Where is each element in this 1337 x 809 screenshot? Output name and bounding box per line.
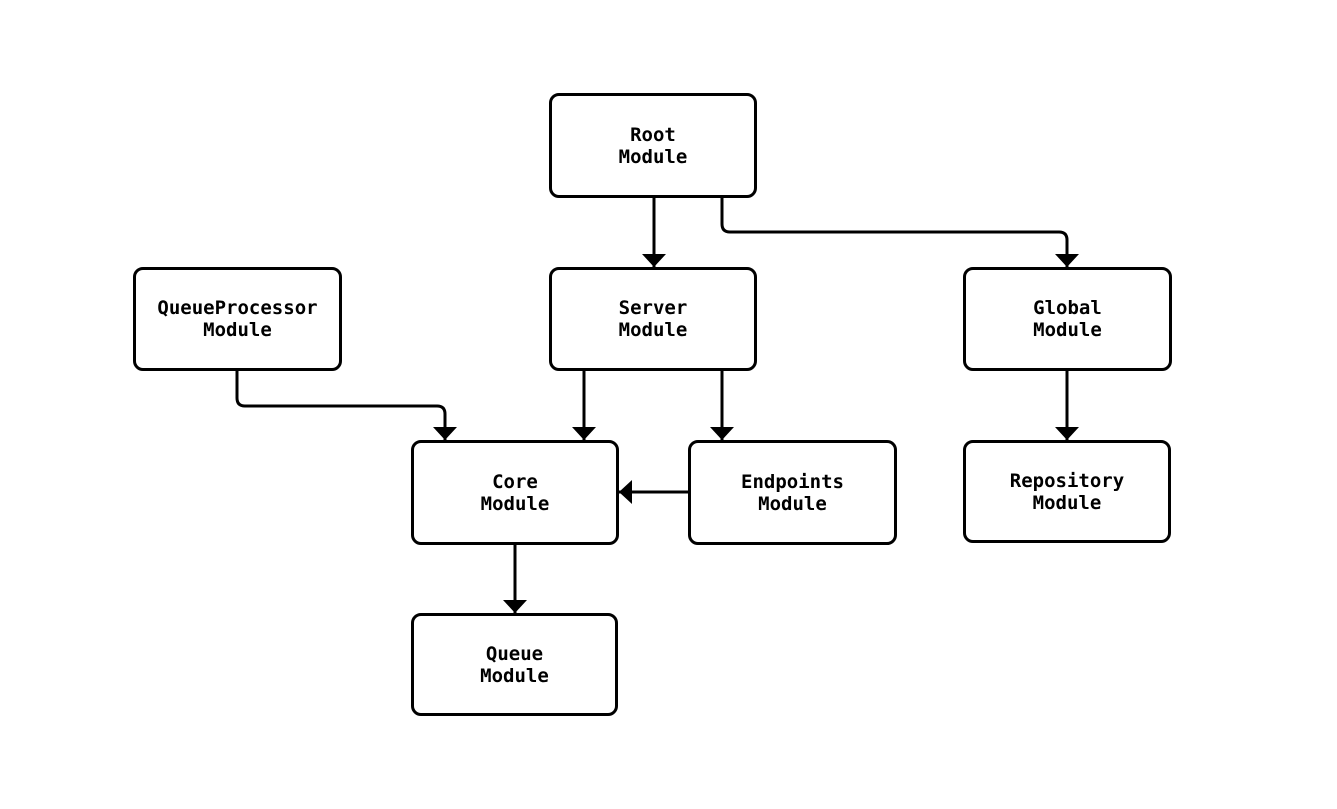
edge-root-to-global [720, 198, 1069, 267]
node-label-line2: Module [480, 664, 549, 687]
arrowhead-server-to-endpoints [710, 427, 734, 440]
node-root-module: Root Module [549, 93, 757, 198]
node-label-line2: Module [480, 492, 550, 515]
node-core-module: Core Module [411, 440, 619, 545]
node-label-line1: Queue [485, 642, 544, 665]
arrowhead-core-to-queue [503, 600, 527, 613]
arrowhead-root-to-global [1055, 254, 1079, 267]
node-queue-module: Queue Module [411, 613, 618, 716]
arrowhead-endpoints-to-core [619, 480, 632, 504]
node-label-line2: Module [758, 492, 827, 515]
node-label-line1: Repository [1009, 469, 1125, 492]
node-label-line2: Module [1033, 319, 1102, 341]
node-label-line2: Module [618, 319, 688, 341]
node-label-line1: QueueProcessor [157, 297, 318, 319]
arrowhead-root-to-server [642, 254, 666, 267]
node-label-line1: Global [1033, 297, 1102, 319]
node-repository-module: Repository Module [963, 440, 1171, 543]
node-label-line1: Endpoints [741, 470, 844, 493]
arrowhead-server-to-core [572, 427, 596, 440]
node-label-line2: Module [203, 319, 272, 341]
node-queueprocessor-module: QueueProcessor Module [133, 267, 342, 371]
node-label-line1: Server [618, 297, 688, 319]
node-label-line2: Module [1032, 491, 1102, 514]
node-server-module: Server Module [549, 267, 757, 371]
edge-queueprocessor-to-core [235, 371, 447, 440]
node-label-line1: Root [630, 123, 676, 146]
arrowhead-queueprocessor-to-core [433, 427, 457, 440]
node-endpoints-module: Endpoints Module [688, 440, 897, 545]
node-label-line1: Core [492, 470, 538, 493]
node-label-line2: Module [618, 145, 688, 168]
arrowhead-global-to-repository [1055, 427, 1079, 440]
node-global-module: Global Module [963, 267, 1172, 371]
